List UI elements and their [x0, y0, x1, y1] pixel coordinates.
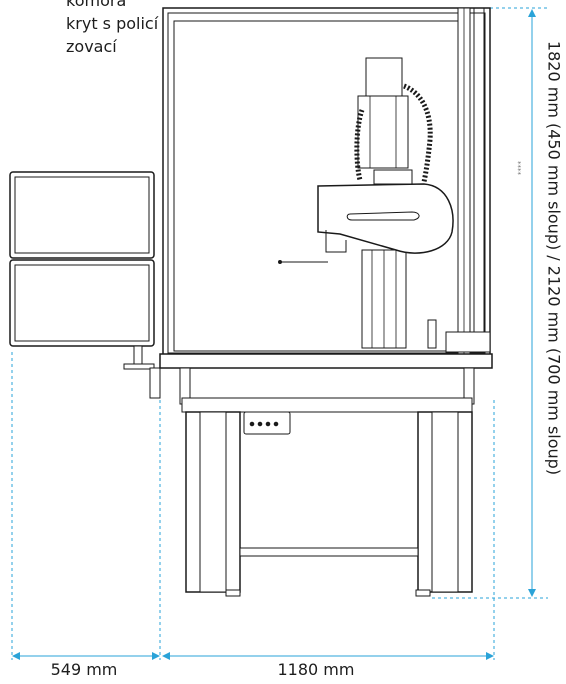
- probe-tip: [278, 260, 282, 264]
- upper-screen-inner: [14, 176, 150, 254]
- left-width-label: 549 mm: [50, 660, 118, 679]
- machine-column: [357, 57, 437, 349]
- main-width-label: 1180 mm: [277, 660, 355, 679]
- leg-right-inner: [431, 411, 459, 593]
- callout-line-3: zovací: [66, 37, 117, 56]
- leg-left-inner: [199, 411, 227, 593]
- motor-top: [365, 57, 403, 97]
- enclosure-inner-1: [167, 12, 486, 354]
- panel-button-1: [249, 421, 255, 427]
- panel-button-2: [257, 421, 263, 427]
- monitor-stand: [133, 345, 143, 367]
- arrow-main-2: [486, 652, 494, 660]
- panel-button-4: [273, 421, 279, 427]
- chain-right: [402, 83, 433, 183]
- upper-column: [357, 95, 409, 169]
- small-rotated-label: ****: [514, 161, 522, 175]
- measuring-head: [278, 183, 454, 264]
- arrow-height-bottom: [528, 589, 536, 597]
- arrow-left-1: [12, 652, 20, 660]
- callout-line-1: komora: [66, 0, 127, 10]
- lower-screen: [9, 259, 155, 347]
- column-clamp: [373, 169, 413, 185]
- foot-right: [415, 589, 431, 597]
- monitor: [9, 171, 161, 399]
- chain-left: [354, 109, 365, 181]
- enclosure-outer: [162, 7, 491, 357]
- arrow-height-top: [528, 9, 536, 17]
- table-base: [159, 353, 493, 597]
- foot-left: [225, 589, 241, 597]
- dimension-lines: [11, 7, 548, 660]
- apron: [181, 397, 473, 413]
- cable-chain: [354, 83, 433, 183]
- monitor-bracket: [149, 367, 161, 399]
- dimension-arrows: [12, 9, 536, 660]
- rail-foot: [445, 331, 491, 353]
- right-post: [473, 7, 485, 355]
- tabletop: [159, 353, 493, 369]
- callout-labels: komora kryt s policí zovací: [0, 0, 170, 90]
- panel-button-3: [265, 421, 271, 427]
- arrow-left-2: [152, 652, 160, 660]
- lower-screen-inner: [14, 264, 150, 342]
- upper-screen: [9, 171, 155, 259]
- enclosure: [162, 7, 491, 357]
- support-post: [427, 319, 437, 349]
- arrow-main-1: [162, 652, 170, 660]
- monitor-base: [123, 363, 155, 370]
- head-slot: [346, 211, 420, 221]
- probe-bracket: [325, 230, 347, 253]
- callout-line-2: kryt s policí: [66, 14, 159, 33]
- height-label: 1820 mm (450 mm sloup) / 2120 mm (700 mm…: [544, 40, 564, 476]
- crossbar: [239, 547, 419, 557]
